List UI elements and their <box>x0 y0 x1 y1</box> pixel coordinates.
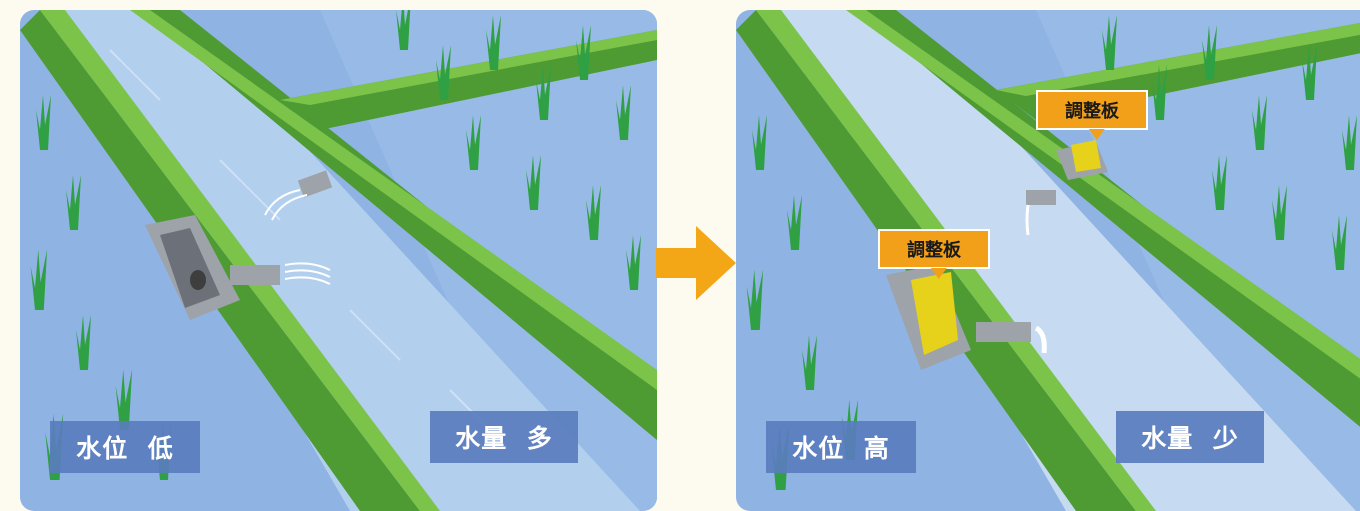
water-level-label: 水位 低 <box>50 421 200 473</box>
water-volume-label: 水量 多 <box>430 411 578 463</box>
scene-panel-after: 調整板 調整板 水位 高 水量 少 <box>736 10 1360 511</box>
rice-plant <box>802 335 817 390</box>
rice-plant <box>526 155 541 210</box>
rice-plant <box>1332 215 1347 270</box>
rice-plant <box>626 235 641 290</box>
rice-plant <box>1272 185 1287 240</box>
rice-plant <box>115 369 133 430</box>
rice-plant <box>1252 95 1267 150</box>
rice-plant <box>76 315 91 370</box>
adjustment-plate-tag-upper: 調整板 <box>1036 90 1148 130</box>
rice-plant <box>787 195 802 250</box>
rice-plant <box>1342 115 1357 170</box>
rice-plant <box>536 65 551 120</box>
rice-plant <box>1302 45 1317 100</box>
rice-plant <box>30 249 48 310</box>
water-level-label: 水位 高 <box>766 421 916 473</box>
rice-plant <box>616 85 631 140</box>
right-arrow-icon <box>656 226 736 300</box>
rice-plant <box>586 185 601 240</box>
rice-plant <box>36 95 51 150</box>
rice-plant <box>466 115 481 170</box>
irrigation-scene-low-level <box>20 10 657 511</box>
rice-plant <box>1212 155 1227 210</box>
rice-plant <box>66 175 81 230</box>
rice-plant <box>486 15 501 70</box>
rice-plant <box>436 45 451 100</box>
rice-plant <box>1152 65 1167 120</box>
rice-plant <box>576 25 591 80</box>
rice-plant <box>752 115 767 170</box>
scene-panel-before: 水位 低 水量 多 <box>20 10 657 511</box>
adjustment-plate-tag-lower: 調整板 <box>878 229 990 269</box>
rice-plant <box>1202 25 1217 80</box>
rice-plant <box>746 269 764 330</box>
rice-plant <box>396 10 411 50</box>
water-volume-label: 水量 少 <box>1116 411 1264 463</box>
rice-plant <box>1102 15 1117 70</box>
